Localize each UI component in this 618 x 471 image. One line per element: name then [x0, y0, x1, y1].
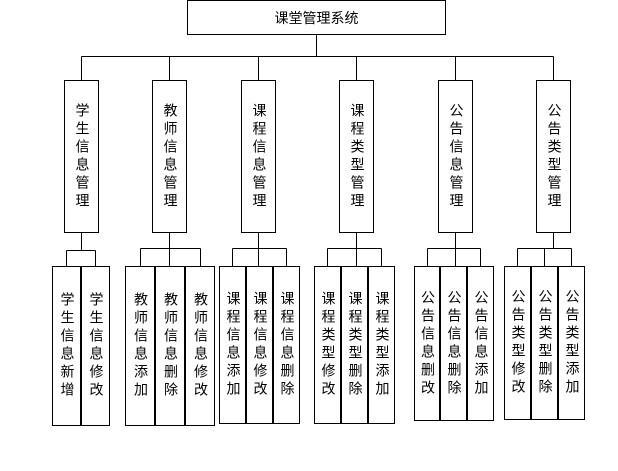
leaf-label: 学生信息新增 [58, 292, 75, 400]
module-label: 课程信息管理 [250, 102, 267, 211]
module-label: 学生信息管理 [73, 102, 90, 211]
leaf-notice-info-add: 公告信息添加 [467, 266, 494, 421]
leaf-notice-type-delete: 公告类型删除 [531, 266, 558, 420]
leaf-label: 公告类型添加 [563, 289, 580, 397]
module-teacher-info: 教师信息管理 [152, 80, 187, 233]
module-label: 教师信息管理 [161, 102, 178, 211]
leaf-label: 课程信息修改 [251, 291, 268, 399]
module-label: 公告类型管理 [545, 102, 562, 211]
leaf-label: 课程类型删除 [346, 291, 363, 399]
leaf-label: 公告信息添加 [472, 289, 489, 398]
module-notice-type: 公告类型管理 [536, 80, 571, 233]
module-student-info: 学生信息管理 [64, 80, 99, 233]
leaf-label: 公告类型删除 [536, 289, 553, 397]
leaf-notice-info-modify: 公告信息删改 [414, 266, 440, 421]
leaf-teacher-info-add: 教师信息添加 [125, 266, 155, 426]
leaf-label: 公告信息删除 [445, 289, 462, 398]
leaf-label: 学生信息修改 [87, 292, 104, 400]
leaf-label: 教师信息修改 [192, 292, 208, 400]
module-label: 课程类型管理 [348, 102, 365, 211]
leaf-course-type-delete: 课程类型删除 [341, 266, 368, 424]
module-label: 公告信息管理 [447, 102, 464, 211]
leaf-course-info-add: 课程信息添加 [219, 266, 246, 424]
leaf-teacher-info-delete: 教师信息删除 [155, 266, 185, 426]
leaf-label: 公告类型修改 [509, 289, 526, 397]
leaf-label: 课程类型修改 [319, 291, 336, 399]
leaf-notice-type-add: 公告类型添加 [558, 266, 585, 420]
leaf-course-type-edit: 课程类型修改 [314, 266, 341, 424]
leaf-student-info-add: 学生信息新增 [52, 266, 81, 426]
leaf-course-info-delete: 课程信息删除 [273, 266, 300, 424]
module-course-type: 课程类型管理 [339, 80, 374, 233]
leaf-label: 课程信息添加 [224, 291, 241, 399]
root-node: 课堂管理系统 [187, 0, 446, 35]
leaf-label: 教师信息添加 [132, 292, 148, 400]
leaf-course-info-edit: 课程信息修改 [246, 266, 273, 424]
leaf-label: 教师信息删除 [162, 292, 178, 400]
leaf-label: 课程类型添加 [373, 291, 390, 399]
leaf-teacher-info-edit: 教师信息修改 [185, 266, 215, 426]
root-label: 课堂管理系统 [274, 10, 359, 27]
module-course-info: 课程信息管理 [241, 80, 276, 233]
leaf-label: 公告信息删改 [419, 289, 435, 398]
leaf-student-info-edit: 学生信息修改 [81, 266, 110, 426]
module-notice-info: 公告信息管理 [438, 80, 473, 233]
leaf-course-type-add: 课程类型添加 [368, 266, 395, 424]
leaf-notice-info-delete: 公告信息删除 [440, 266, 467, 421]
leaf-label: 课程信息删除 [278, 291, 295, 399]
leaf-notice-type-edit: 公告类型修改 [504, 266, 531, 420]
